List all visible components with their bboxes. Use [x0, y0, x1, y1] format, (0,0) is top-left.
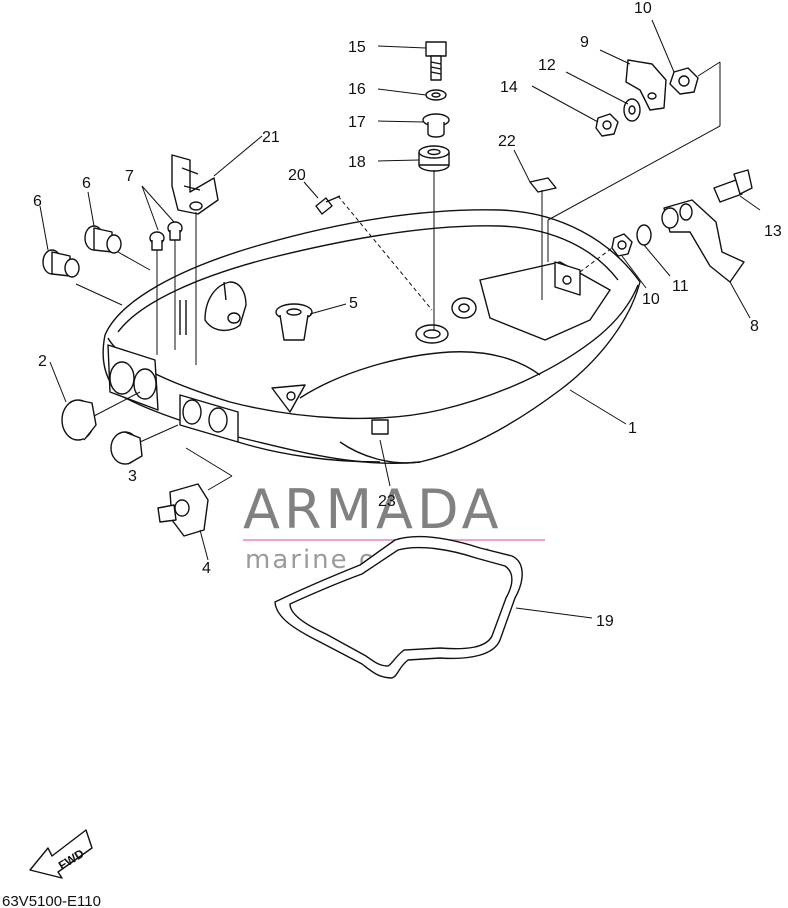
- fitting-5: [275, 303, 313, 341]
- label-22: [529, 177, 557, 193]
- gasket-19: [274, 535, 523, 679]
- bolt-13: [713, 169, 753, 203]
- callout-5: 5: [349, 295, 358, 312]
- bolt-15: [425, 41, 447, 81]
- callout-3: 3: [128, 468, 137, 485]
- leader-lines: [39, 19, 761, 619]
- washer-11: [636, 224, 652, 246]
- fwd-arrow: FWD: [29, 829, 93, 879]
- nut-10-top: [669, 67, 699, 95]
- callout-9: 9: [580, 34, 589, 51]
- drawing-code: 63V5100-E110: [2, 893, 101, 908]
- grommet-4: [157, 483, 209, 537]
- grommet-18: [418, 145, 450, 172]
- callout-22: 22: [498, 133, 516, 150]
- bracket-8: [661, 199, 745, 283]
- washer-12: [623, 98, 641, 122]
- callout-2: 2: [38, 353, 47, 370]
- callout-15: 15: [348, 39, 366, 56]
- plug-6-left: [42, 249, 80, 278]
- callout-10-top: 10: [634, 0, 652, 17]
- callout-10-mid: 10: [642, 291, 660, 308]
- bottom-cowling: [102, 209, 641, 465]
- callout-14: 14: [500, 79, 518, 96]
- cap-3: [110, 431, 143, 465]
- collar-17: [422, 113, 450, 138]
- callout-6-right: 6: [82, 175, 91, 192]
- callout-20: 20: [288, 167, 306, 184]
- bracket-9: [625, 59, 667, 111]
- watermark-brand: ARMADA: [243, 478, 503, 541]
- callout-23: 23: [378, 493, 396, 510]
- screw-20: [315, 195, 341, 215]
- callout-7: 7: [125, 168, 134, 185]
- callout-21: 21: [262, 129, 280, 146]
- cap-2: [61, 399, 97, 441]
- callout-17: 17: [348, 114, 366, 131]
- callout-12: 12: [538, 57, 556, 74]
- callout-8: 8: [750, 318, 759, 335]
- callout-19: 19: [596, 613, 614, 630]
- nut-14: [595, 113, 619, 137]
- plug-6-right: [84, 225, 122, 254]
- clip-21: [171, 154, 219, 215]
- callout-13: 13: [764, 223, 782, 240]
- callout-18: 18: [348, 154, 366, 171]
- callouts: 1 2 3 4 5 6 6 7 8 9 10 10 11 12 13 14 15…: [33, 0, 782, 630]
- callout-11: 11: [672, 278, 689, 295]
- callout-1: 1: [628, 420, 637, 437]
- callout-16: 16: [348, 81, 366, 98]
- nut-10-mid: [611, 233, 633, 257]
- callout-6-left: 6: [33, 193, 42, 210]
- washer-16: [425, 89, 447, 101]
- clip-7: [149, 221, 183, 251]
- callout-4: 4: [202, 560, 211, 577]
